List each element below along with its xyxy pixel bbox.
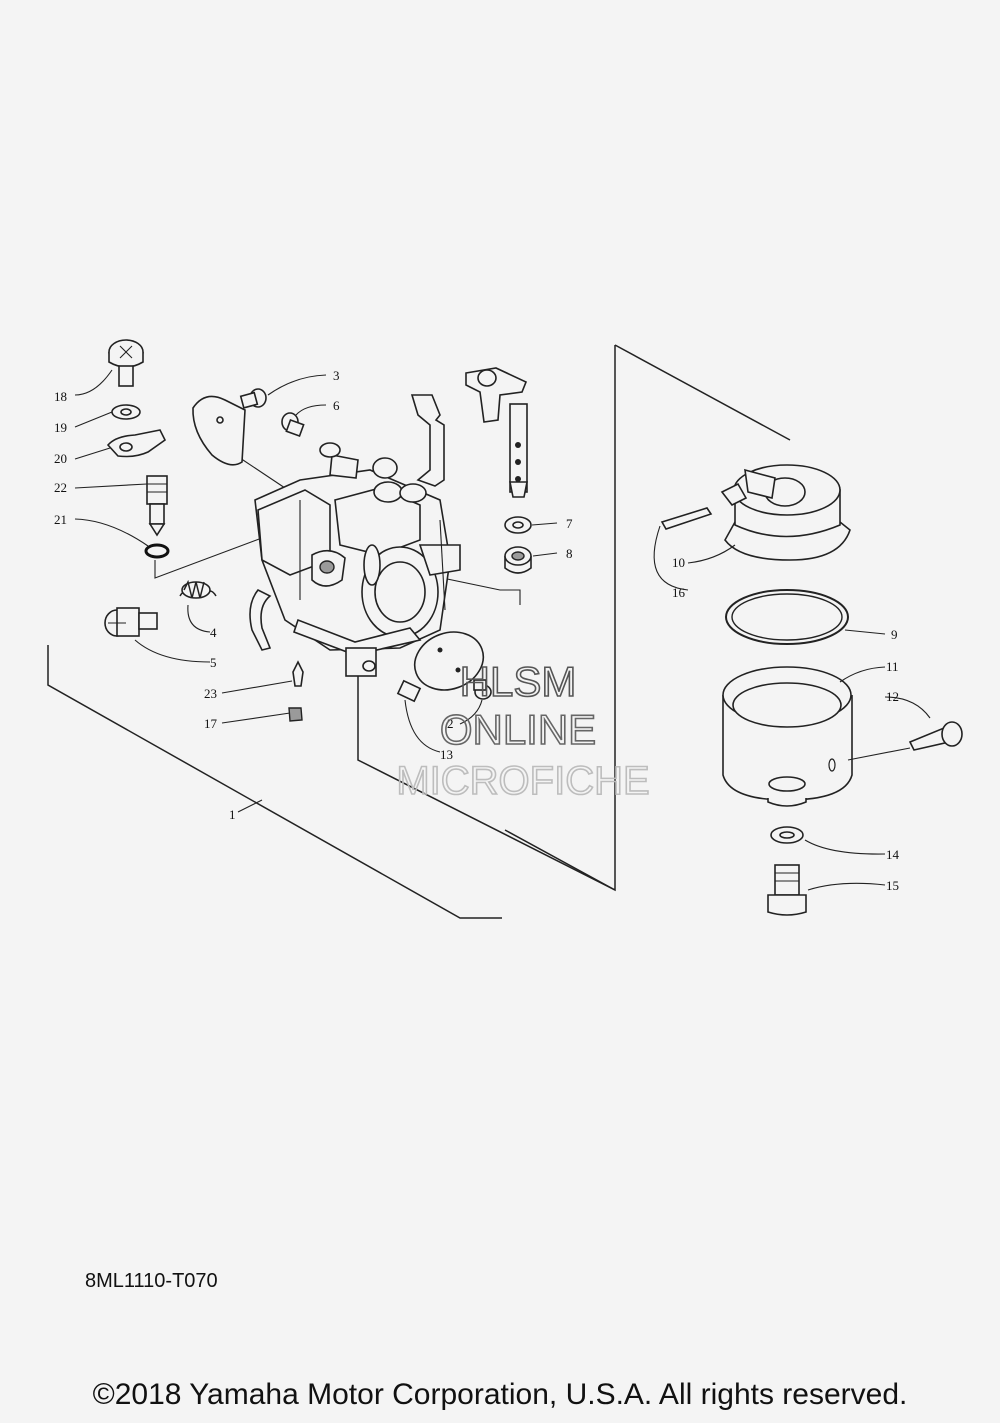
part-label-12: 12 <box>886 689 899 704</box>
part-label-14: 14 <box>886 847 900 862</box>
part-label-22: 22 <box>54 480 67 495</box>
part-label-7: 7 <box>566 516 573 531</box>
part-label-19: 19 <box>54 420 67 435</box>
carburetor-body <box>249 442 461 677</box>
part-label-8: 8 <box>566 546 573 561</box>
part-22-pilot-screw <box>146 475 168 537</box>
part-label-9: 9 <box>891 627 898 642</box>
part-label-3: 3 <box>333 368 340 383</box>
part-13-screw <box>396 679 492 703</box>
part-2-throttle-valve <box>413 631 485 691</box>
throttle-plate <box>192 395 246 466</box>
part-label-13: 13 <box>440 747 453 762</box>
part-12-screw <box>908 721 963 751</box>
watermark-line-1: HLSM <box>460 658 577 705</box>
part-3-screw <box>239 388 267 409</box>
part-label-20: 20 <box>54 451 67 466</box>
watermark-line-3: MICROFICHE <box>396 759 649 803</box>
part-label-18: 18 <box>54 389 67 404</box>
part-17-clip <box>288 707 303 722</box>
part-19-washer <box>111 404 141 420</box>
choke-shaft <box>465 367 528 498</box>
part-15-drain-bolt <box>767 864 807 916</box>
part-label-6: 6 <box>333 398 340 413</box>
part-11-float-bowl <box>722 666 853 807</box>
leader-lines <box>74 369 931 891</box>
watermark: HLSM ONLINE MICROFICHE <box>396 657 651 804</box>
part-label-5: 5 <box>210 655 217 670</box>
part-8-bushing <box>504 546 532 574</box>
part-18-screw <box>108 339 144 387</box>
part-labels: 1 2 3 4 5 6 7 8 9 10 11 12 13 14 15 16 1… <box>54 368 900 893</box>
part-21-o-ring <box>144 543 170 559</box>
part-4-spring <box>179 579 217 599</box>
part-10-air-funnel <box>720 464 851 561</box>
part-16-pin <box>660 507 713 530</box>
part-label-2: 2 <box>447 716 454 731</box>
copyright-notice: ©2018 Yamaha Motor Corporation, U.S.A. A… <box>92 1378 908 1411</box>
part-label-21: 21 <box>54 512 67 527</box>
part-label-4: 4 <box>210 625 217 640</box>
watermark-line-2: ONLINE <box>440 706 596 753</box>
part-6-screw <box>281 412 305 438</box>
part-23-needle <box>292 660 304 687</box>
part-9-seal-ring <box>725 589 849 645</box>
choke-bracket <box>410 394 445 487</box>
part-14-washer <box>770 826 804 844</box>
part-label-23: 23 <box>204 686 217 701</box>
part-label-15: 15 <box>886 878 899 893</box>
part-20-plate <box>106 429 167 458</box>
part-5-screw <box>104 607 158 637</box>
part-label-1: 1 <box>229 807 236 822</box>
part-7-washer <box>504 516 532 534</box>
part-label-17: 17 <box>204 716 218 731</box>
part-label-10: 10 <box>672 555 685 570</box>
part-label-11: 11 <box>886 659 899 674</box>
part-label-16: 16 <box>672 585 686 600</box>
catalog-code: 8ML1110-T070 <box>85 1270 218 1292</box>
